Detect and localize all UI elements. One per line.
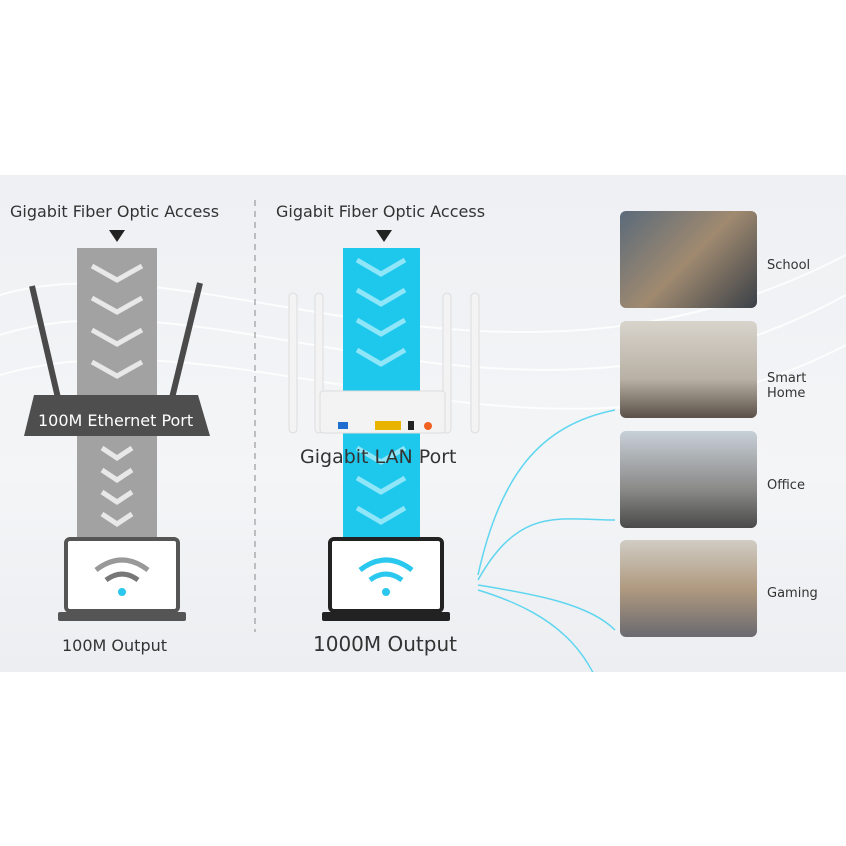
left-port-label: 100M Ethernet Port	[38, 411, 194, 430]
connection-lines	[477, 409, 616, 672]
school-photo	[620, 211, 757, 308]
blue-flow-column	[288, 248, 480, 540]
right-output-label: 1000M Output	[313, 632, 457, 656]
office-photo	[620, 431, 757, 528]
smart-home-photo	[620, 321, 757, 418]
scenario-label: School	[767, 258, 811, 273]
right-port-label: Gigabit LAN Port	[300, 446, 457, 468]
arrow-down-icon	[376, 230, 392, 242]
scenario-label: Gaming	[767, 586, 818, 601]
left-top-label: Gigabit Fiber Optic Access	[10, 202, 220, 221]
laptop-wifi-icon	[322, 537, 450, 621]
right-top-label: Gigabit Fiber Optic Access	[276, 202, 486, 221]
scenario-label: Office	[767, 478, 805, 493]
left-output-label: 100M Output	[62, 636, 168, 655]
scenario-label: Smart Home	[767, 371, 807, 401]
arrow-down-icon	[109, 230, 125, 242]
gray-flow-column	[24, 248, 210, 540]
laptop-wifi-icon	[58, 537, 186, 621]
gaming-photo	[620, 540, 757, 637]
